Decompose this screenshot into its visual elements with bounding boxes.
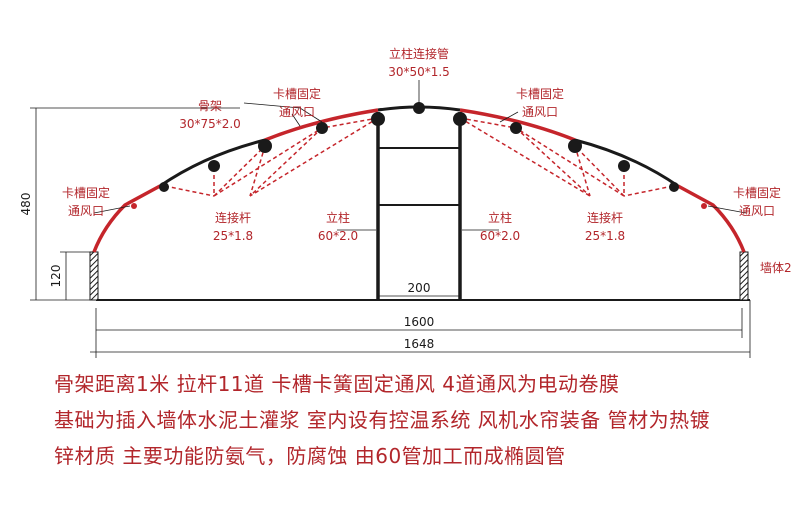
left-wall-foundation (89, 251, 99, 301)
slot-point-right (701, 203, 707, 209)
arch-right-black-segment (574, 138, 679, 188)
right-wall-foundation (739, 251, 749, 301)
right-tie-rods (459, 117, 674, 197)
height-dimension (30, 107, 240, 301)
slot-vent-top-left-line1: 卡槽固定 (273, 86, 321, 101)
connector-pipe-title: 立柱连接管 (389, 46, 449, 61)
arch-nodes (159, 102, 679, 192)
left-tie-rods (164, 117, 379, 197)
greenhouse-cross-section-diagram: 立柱连接管 30*50*1.5 骨架 30*75*2.0 卡槽固定 通风口 卡槽… (19, 46, 792, 358)
note-line-2: 基础为插入墙体水泥土灌浆 室内设有控温系统 风机水帘装备 管材为热镀 (54, 408, 711, 432)
arch-top-left-red (264, 108, 379, 142)
slot-vent-left-line2: 通风口 (68, 204, 104, 218)
slot-point-left (131, 203, 137, 209)
slot-vent-top-right-line1: 卡槽固定 (516, 86, 564, 101)
height-total-label: 480 (19, 193, 33, 216)
column-right-line1: 立柱 (488, 210, 512, 225)
tie-rod-left-line1: 连接杆 (215, 210, 251, 225)
height-wall-label: 120 (49, 265, 63, 288)
arch-top-right-red (459, 108, 576, 142)
column-right-line2: 60*2.0 (480, 229, 520, 243)
width-outer-label: 1648 (404, 337, 435, 351)
note-line-1: 骨架距离1米 拉杆11道 卡槽卡簧固定通风 4道通风为电动卷膜 (54, 372, 620, 396)
column-left-line1: 立柱 (326, 210, 350, 225)
rib-spec: 30*75*2.0 (179, 117, 241, 131)
arch-right-red-segment (677, 184, 746, 253)
tie-rod-right-line1: 连接杆 (587, 210, 623, 225)
rib-title: 骨架 (198, 99, 222, 113)
column-left-line2: 60*2.0 (318, 229, 358, 243)
width-inner-label: 1600 (404, 315, 435, 329)
slot-vent-top-left-line2: 通风口 (279, 105, 315, 119)
arch-left-black-segment (159, 138, 266, 188)
slot-vent-left-line1: 卡槽固定 (62, 185, 110, 200)
note-line-3: 锌材质 主要功能防氨气，防腐蚀 由60管加工而成椭圆管 (54, 444, 566, 468)
leader-lines (93, 80, 747, 231)
tie-rod-left-line2: 25*1.8 (213, 229, 253, 243)
connector-pipe-spec: 30*50*1.5 (388, 65, 450, 79)
arch-left-red-segment (92, 184, 161, 253)
spec-notes: 骨架距离1米 拉杆11道 卡槽卡簧固定通风 4道通风为电动卷膜 基础为插入墙体水… (54, 366, 794, 474)
slot-vent-right-line1: 卡槽固定 (733, 185, 781, 200)
slot-vent-top-right-line2: 通风口 (522, 105, 558, 119)
width-dimensions (90, 295, 751, 358)
width-center-label: 200 (408, 281, 431, 295)
slot-vent-right-line2: 通风口 (739, 204, 775, 218)
tie-rod-right-line2: 25*1.8 (585, 229, 625, 243)
wall-right-label: 墙体2 (760, 261, 792, 275)
